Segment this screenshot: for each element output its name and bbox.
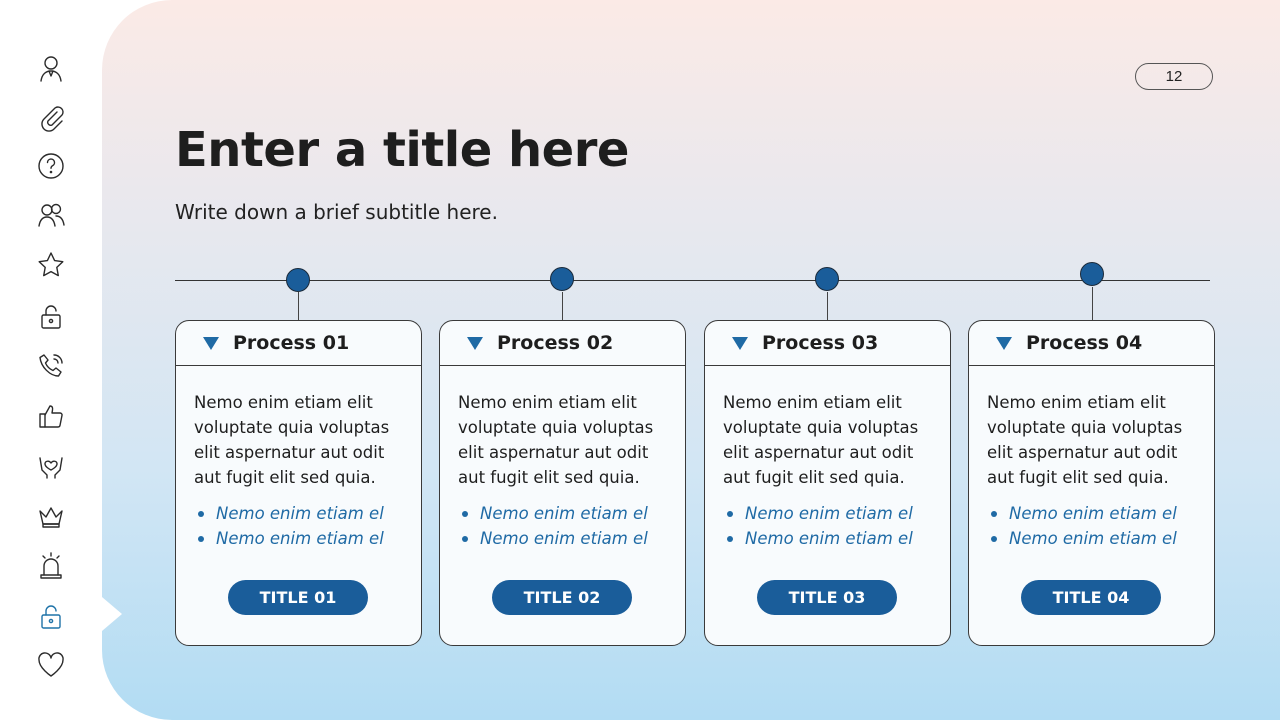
title-03-button[interactable]: TITLE 03 bbox=[757, 580, 897, 615]
hands-heart-icon[interactable] bbox=[35, 449, 67, 481]
star-icon[interactable] bbox=[35, 249, 67, 281]
timeline-node bbox=[815, 267, 839, 291]
card-bullet-list: Nemo enim etiam el Nemo enim etiam el bbox=[991, 501, 1177, 551]
card-header: Process 04 bbox=[969, 321, 1214, 366]
timeline-connector bbox=[827, 292, 828, 320]
users-icon[interactable] bbox=[35, 199, 67, 231]
card-title: Process 01 bbox=[233, 332, 350, 354]
process-card: Process 03 Nemo enim etiam elit voluptat… bbox=[704, 320, 951, 646]
heart-icon[interactable] bbox=[35, 649, 67, 681]
list-item: Nemo enim etiam el bbox=[727, 501, 913, 526]
list-item: Nemo enim etiam el bbox=[727, 526, 913, 551]
card-bullet-list: Nemo enim etiam el Nemo enim etiam el bbox=[198, 501, 384, 551]
list-item: Nemo enim etiam el bbox=[462, 526, 648, 551]
alarm-bell-icon[interactable] bbox=[35, 549, 67, 581]
triangle-down-icon bbox=[996, 336, 1012, 350]
card-body-text: Nemo enim etiam elit voluptate quia volu… bbox=[194, 393, 390, 487]
phone-ringing-icon[interactable] bbox=[35, 350, 67, 382]
crown-icon[interactable] bbox=[35, 500, 67, 532]
timeline-connector bbox=[562, 292, 563, 320]
card-title: Process 04 bbox=[1026, 332, 1143, 354]
lock-icon[interactable] bbox=[35, 300, 67, 332]
slide-title: Enter a title here bbox=[175, 122, 629, 178]
card-body-text: Nemo enim etiam elit voluptate quia volu… bbox=[987, 393, 1183, 487]
page-number-badge: 12 bbox=[1135, 63, 1213, 90]
list-item: Nemo enim etiam el bbox=[198, 526, 384, 551]
list-item: Nemo enim etiam el bbox=[991, 501, 1177, 526]
triangle-down-icon bbox=[732, 336, 748, 350]
card-title: Process 03 bbox=[762, 332, 879, 354]
question-icon[interactable] bbox=[35, 150, 67, 182]
active-slide-indicator bbox=[102, 597, 122, 631]
card-header: Process 03 bbox=[705, 321, 950, 366]
slide-subtitle: Write down a brief subtitle here. bbox=[175, 200, 498, 224]
icon-sidebar bbox=[0, 0, 102, 720]
card-bullet-list: Nemo enim etiam el Nemo enim etiam el bbox=[462, 501, 648, 551]
list-item: Nemo enim etiam el bbox=[991, 526, 1177, 551]
timeline-connector bbox=[298, 292, 299, 320]
card-body-text: Nemo enim etiam elit voluptate quia volu… bbox=[458, 393, 654, 487]
user-icon[interactable] bbox=[35, 52, 67, 84]
timeline-line bbox=[175, 280, 1210, 281]
timeline-node bbox=[286, 268, 310, 292]
title-02-button[interactable]: TITLE 02 bbox=[492, 580, 632, 615]
timeline-node bbox=[1080, 262, 1104, 286]
process-card: Process 01 Nemo enim etiam elit voluptat… bbox=[175, 320, 422, 646]
process-card: Process 02 Nemo enim etiam elit voluptat… bbox=[439, 320, 686, 646]
list-item: Nemo enim etiam el bbox=[198, 501, 384, 526]
title-01-button[interactable]: TITLE 01 bbox=[228, 580, 368, 615]
list-item: Nemo enim etiam el bbox=[462, 501, 648, 526]
card-header: Process 01 bbox=[176, 321, 421, 366]
process-card: Process 04 Nemo enim etiam elit voluptat… bbox=[968, 320, 1215, 646]
timeline-connector bbox=[1092, 287, 1093, 320]
card-body-text: Nemo enim etiam elit voluptate quia volu… bbox=[723, 393, 919, 487]
card-bullet-list: Nemo enim etiam el Nemo enim etiam el bbox=[727, 501, 913, 551]
timeline-node bbox=[550, 267, 574, 291]
title-04-button[interactable]: TITLE 04 bbox=[1021, 580, 1161, 615]
triangle-down-icon bbox=[467, 336, 483, 350]
card-title: Process 02 bbox=[497, 332, 614, 354]
card-header: Process 02 bbox=[440, 321, 685, 366]
triangle-down-icon bbox=[203, 336, 219, 350]
thumbs-up-icon[interactable] bbox=[35, 400, 67, 432]
paperclip-icon[interactable] bbox=[35, 101, 67, 133]
lock-icon[interactable] bbox=[35, 600, 67, 632]
